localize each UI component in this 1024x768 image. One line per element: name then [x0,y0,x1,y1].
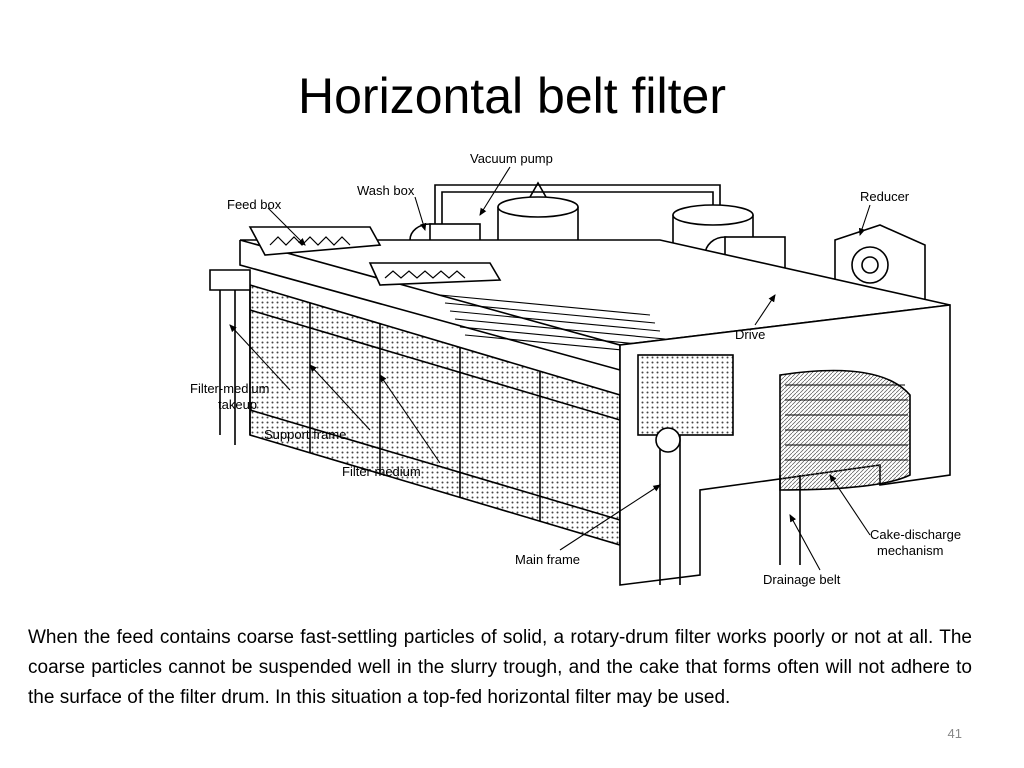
slide-title: Horizontal belt filter [298,68,726,124]
page-number: 41 [947,726,962,741]
label-reducer: Reducer [860,189,910,204]
diagram-labels: Vacuum pump Wash box Feed box Reducer Dr… [190,151,961,587]
label-main-frame: Main frame [515,552,580,567]
label-vacuum-pump: Vacuum pump [470,151,553,166]
label-wash-box: Wash box [357,183,415,198]
label-support-frame: Support frame [264,427,346,442]
leader-lines [229,166,871,571]
label-feed-box: Feed box [227,197,282,212]
label-drive: Drive [735,327,765,342]
machine-drawing [209,181,951,586]
belt-filter-diagram: Vacuum pump Wash box Feed box Reducer Dr… [180,145,980,605]
body-paragraph: When the feed contains coarse fast-settl… [28,627,972,708]
label-filter-medium-takeup-1: Filter-medium [190,381,269,396]
label-cake-discharge-2: mechanism [877,543,943,558]
label-filter-medium-takeup-2: takeup [218,397,257,412]
label-cake-discharge-1: Cake-discharge [870,527,961,542]
label-drainage-belt: Drainage belt [763,572,841,587]
label-filter-medium: Filter medium [342,464,421,479]
